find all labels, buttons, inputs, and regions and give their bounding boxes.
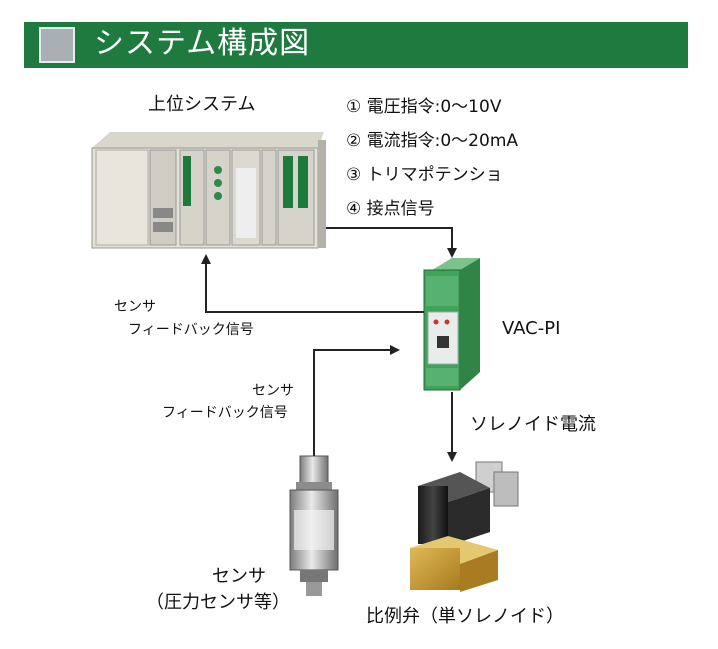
host-system-label: 上位システム [148, 94, 256, 115]
sensor-label-line2: （圧力センサ等） [146, 592, 290, 613]
feedback-to-host-arrow [201, 254, 424, 313]
feedback-left-line2: フィードバック信号 [128, 322, 254, 338]
page-title: システム構成図 [94, 26, 311, 61]
sensor-feedback-arrow [313, 345, 400, 456]
pressure-sensor-illustration [289, 455, 339, 596]
command-item-voltage: ① 電圧指令:0〜10V [346, 97, 502, 117]
sensor-label-line1: センサ [212, 566, 266, 587]
title-square-icon [39, 27, 75, 63]
command-item-trimmer: ③ トリマポテンショ [346, 165, 503, 185]
command-item-current: ② 電流指令:0〜20mA [346, 131, 519, 151]
proportional-valve-illustration [410, 461, 519, 592]
plc-rack-illustration [91, 132, 326, 249]
title-banner [24, 22, 688, 68]
command-item-contact: ④ 接点信号 [346, 199, 435, 219]
feedback-right-line1: センサ [252, 383, 294, 399]
vac-pi-label: VAC-PI [502, 318, 561, 339]
valve-label: 比例弁（単ソレノイド） [366, 606, 564, 627]
feedback-right-line2: フィードバック信号 [162, 405, 288, 421]
vac-pi-module-illustration [423, 258, 480, 391]
feedback-left-line1: センサ [114, 299, 156, 315]
solenoid-current-label: ソレノイド電流 [470, 414, 596, 435]
command-list: ① 電圧指令:0〜10V ② 電流指令:0〜20mA ③ トリマポテンショ ④ … [346, 90, 518, 226]
command-signal-arrow [326, 227, 457, 258]
